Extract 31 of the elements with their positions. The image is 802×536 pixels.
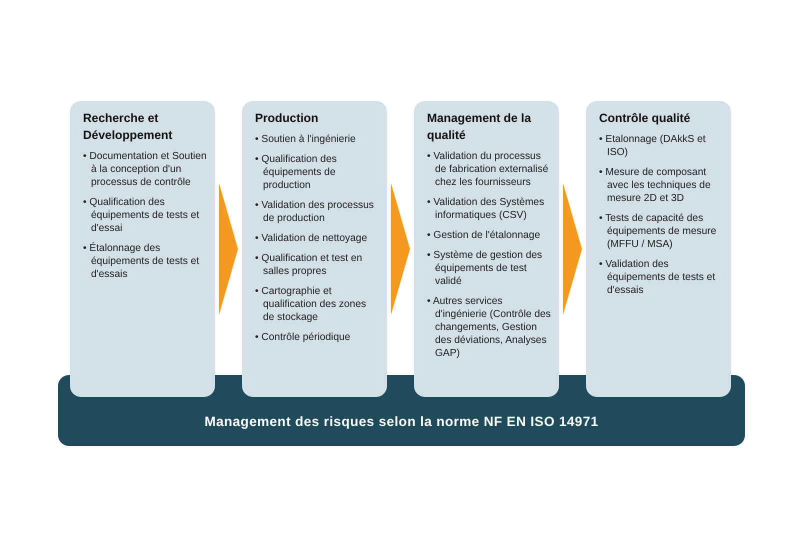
stage-heading: Production	[255, 110, 320, 127]
list-item: • Etalonnage (DAkkS et ISO)	[599, 133, 707, 159]
list-item: • Validation des processus de production	[255, 199, 375, 225]
list-item: • Système de gestion des équipements de test validé	[427, 249, 544, 288]
list-item: • Cartographie et qualification des zones de stockage	[255, 285, 368, 324]
list-item: • Gestion de l'étalonnage	[427, 229, 542, 242]
list-item: • Autres services d'ingénierie (Contrôle des changements, Gestion des déviations, Analyses GAP)	[427, 295, 551, 360]
stage-heading: Contrôle qualité	[599, 110, 692, 127]
list-item: • Qualification et test en salles propres	[255, 252, 364, 278]
band-title: Management des risques selon la norme NF EN ISO 14971	[203, 414, 600, 429]
stage-heading: Recherche et Développement	[83, 110, 174, 144]
chevron-arrow	[563, 183, 582, 315]
chevron-arrow	[219, 183, 238, 315]
list-item: • Validation du processus de fabrication externalisé chez les fournisseurs	[427, 150, 550, 189]
list-item: • Qualification des équipements de production	[255, 153, 338, 192]
list-item: • Qualification des équipements de tests et d'essai	[83, 196, 200, 235]
list-item: • Soutien à l'ingénierie	[255, 133, 357, 146]
list-item: • Tests de capacité des équipements de mesure (MFFU / MSA)	[599, 212, 718, 251]
stage-heading: Management de la qualité	[427, 110, 532, 144]
chevron-arrow	[391, 183, 410, 315]
list-item: • Validation des Systèmes informatiques (CSV)	[427, 196, 546, 222]
list-item: • Contrôle périodique	[255, 331, 352, 344]
list-item: • Mesure de composant avec les techniques de mesure 2D et 3D	[599, 166, 712, 205]
stage-panel	[70, 101, 215, 397]
list-item: • Documentation et Soutien à la conception d'un processus de contrôle	[83, 150, 207, 189]
list-item: • Étalonnage des équipements de tests et d'essais	[83, 242, 200, 281]
stage-panel	[586, 101, 731, 397]
list-item: • Validation de nettoyage	[255, 232, 368, 245]
list-item: • Validation des équipements de tests et d'essais	[599, 258, 716, 297]
stage-panel	[242, 101, 387, 397]
stage-panel	[414, 101, 559, 397]
